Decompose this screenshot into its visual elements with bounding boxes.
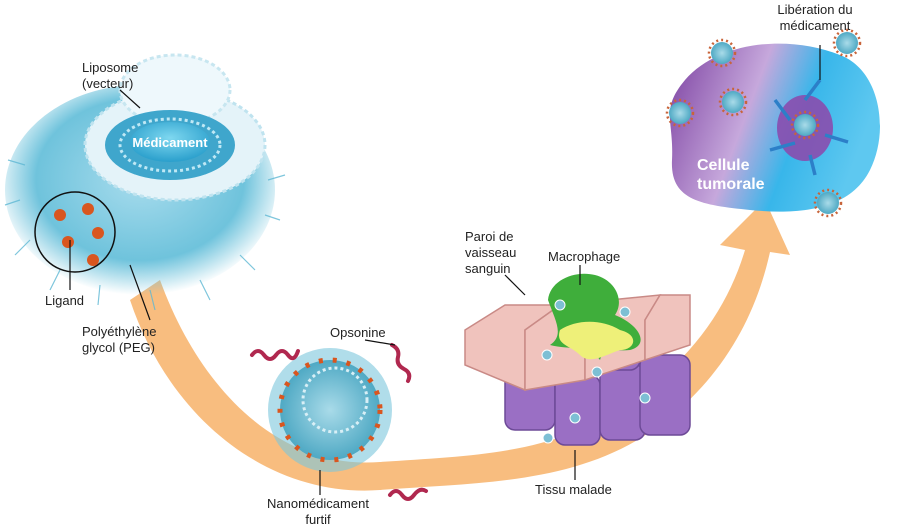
release-arrows <box>769 78 849 176</box>
label-paroi-line3: sanguin <box>465 261 511 276</box>
vessel-tissue <box>464 273 691 446</box>
peg-strands <box>4 159 286 311</box>
label-macrophage: Macrophage <box>548 249 620 264</box>
liposome: Médicament <box>4 53 286 311</box>
stealth-nanoparticle <box>268 348 392 472</box>
label-liberation-line2: médicament <box>780 18 851 33</box>
leader-lines <box>69 45 821 495</box>
label-liposome-line1: Liposome <box>82 60 138 75</box>
label-paroi-line2: vaisseau <box>465 245 516 260</box>
label-nanomedicament-line1: Nanomédicament <box>267 496 369 511</box>
label-paroi-line1: Paroi de <box>465 229 513 244</box>
label-cellule-line1: Cellule <box>697 157 750 174</box>
label-liposome-line2: (vecteur) <box>82 76 133 91</box>
label-cellule-line2: tumorale <box>697 176 765 193</box>
ligand-inset <box>34 191 116 273</box>
drug-core <box>130 122 210 162</box>
opsonin-icons <box>250 343 428 501</box>
label-tissu: Tissu malade <box>535 482 612 497</box>
label-ligand: Ligand <box>45 293 84 308</box>
label-liberation-line1: Libération du <box>777 2 852 17</box>
nanoparticles-in-tissue <box>541 299 651 444</box>
label-peg-line1: Polyéthylène <box>82 324 156 339</box>
tumor-cell: Cellule tumorale <box>665 28 880 218</box>
label-nanomedicament-line2: furtif <box>305 512 331 527</box>
ligand-icons <box>54 203 104 266</box>
label-opsonine: Opsonine <box>330 325 386 340</box>
label-peg-line2: glycol (PEG) <box>82 340 155 355</box>
label-medicament: Médicament <box>132 135 208 150</box>
